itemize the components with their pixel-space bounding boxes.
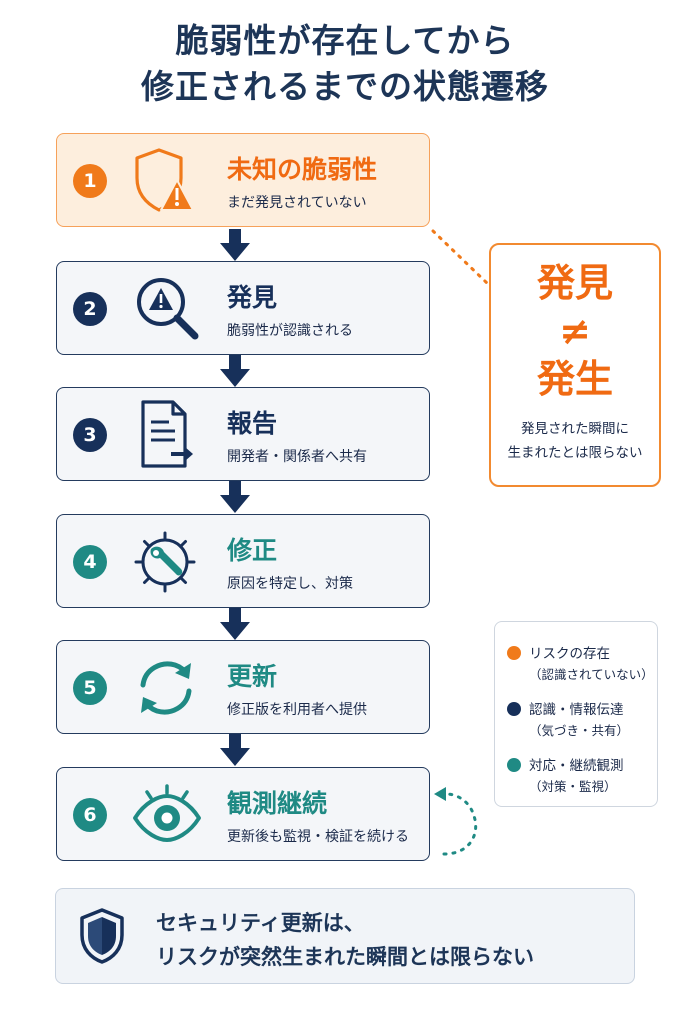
title-line-1: 脆弱性が存在してから: [175, 21, 515, 60]
callout-note-line-1: 発見された瞬間に: [521, 421, 629, 437]
summary-banner: セキュリティ更新は、 リスクが突然生まれた瞬間とは限らない: [55, 888, 635, 984]
down-arrow-icon: [220, 355, 250, 387]
step-2-discovery: 2 発見 脆弱性が認識される: [56, 261, 430, 355]
step-number-badge: 5: [73, 671, 107, 705]
step-description: 更新後も監視・検証を続ける: [227, 829, 409, 845]
gear-wrench-icon: [129, 525, 205, 599]
step-number-badge: 3: [73, 418, 107, 452]
callout-line-1: 発見: [536, 261, 613, 305]
legend-label: 認識・情報伝達: [529, 702, 624, 718]
step-description: まだ発見されていない: [227, 195, 367, 211]
callout-line-3: 発生: [536, 357, 613, 401]
step-description: 修正版を利用者へ提供: [227, 702, 367, 718]
summary-line-1: セキュリティ更新は、: [156, 911, 365, 935]
legend-dot: [507, 702, 521, 716]
step-4-fix: 4 修正 原因を特定し、対策: [56, 514, 430, 608]
refresh-icon: [129, 651, 205, 725]
shield-icon: [78, 907, 126, 969]
callout-note-line-2: 生まれたとは限らない: [507, 445, 643, 461]
callout-note: 発見された瞬間に 生まれたとは限らない: [491, 417, 659, 465]
step-title: 未知の脆弱性: [227, 155, 378, 184]
legend-dot: [507, 758, 521, 772]
document-report-icon: [129, 398, 205, 472]
summary-line-2: リスクが突然生まれた瞬間とは限らない: [156, 945, 534, 969]
legend-dot: [507, 646, 521, 660]
legend-sub: （気づき・共有）: [529, 723, 630, 738]
step-1-unknown-vulnerability: 1 未知の脆弱性 まだ発見されていない: [56, 133, 430, 227]
step-title: 観測継続: [227, 789, 328, 818]
down-arrow-icon: [220, 229, 250, 261]
step-title: 報告: [227, 409, 278, 438]
legend-sub: （対策・監視）: [529, 779, 617, 794]
step-5-update: 5 更新 修正版を利用者へ提供: [56, 640, 430, 734]
step-number-badge: 1: [73, 164, 107, 198]
step-title: 修正: [227, 536, 278, 565]
step-description: 開発者・関係者へ共有: [227, 449, 367, 465]
step-title: 発見: [227, 283, 278, 312]
step-6-continued-monitoring: 6 観測継続 更新後も監視・検証を続ける: [56, 767, 430, 861]
legend: リスクの存在 （認識されていない） 認識・情報伝達 （気づき・共有） 対応・継続…: [494, 621, 658, 807]
step-3-report: 3 報告 開発者・関係者へ共有: [56, 387, 430, 481]
down-arrow-icon: [220, 481, 250, 513]
eye-icon: [129, 778, 205, 852]
legend-label: リスクの存在: [529, 646, 610, 662]
callout-not-equal: ≠: [559, 309, 591, 353]
legend-label: 対応・継続観測: [529, 758, 624, 774]
down-arrow-icon: [220, 734, 250, 766]
shield-warning-icon: [129, 144, 205, 218]
down-arrow-icon: [220, 608, 250, 640]
discovery-not-occurrence-callout: 発見 ≠ 発生 発見された瞬間に 生まれたとは限らない: [489, 243, 661, 487]
legend-sub: （認識されていない）: [529, 667, 654, 682]
step-number-badge: 2: [73, 292, 107, 326]
title-line-2: 修正されるまでの状態遷移: [141, 67, 549, 106]
step-description: 脆弱性が認識される: [227, 323, 353, 339]
loop-back-arrow-icon: [434, 787, 478, 856]
page-title: 脆弱性が存在してから 修正されるまでの状態遷移: [0, 18, 690, 110]
magnifier-warning-icon: [129, 272, 205, 346]
step-title: 更新: [227, 662, 278, 691]
step-number-badge: 6: [73, 798, 107, 832]
step-number-badge: 4: [73, 545, 107, 579]
step-description: 原因を特定し、対策: [227, 576, 353, 592]
